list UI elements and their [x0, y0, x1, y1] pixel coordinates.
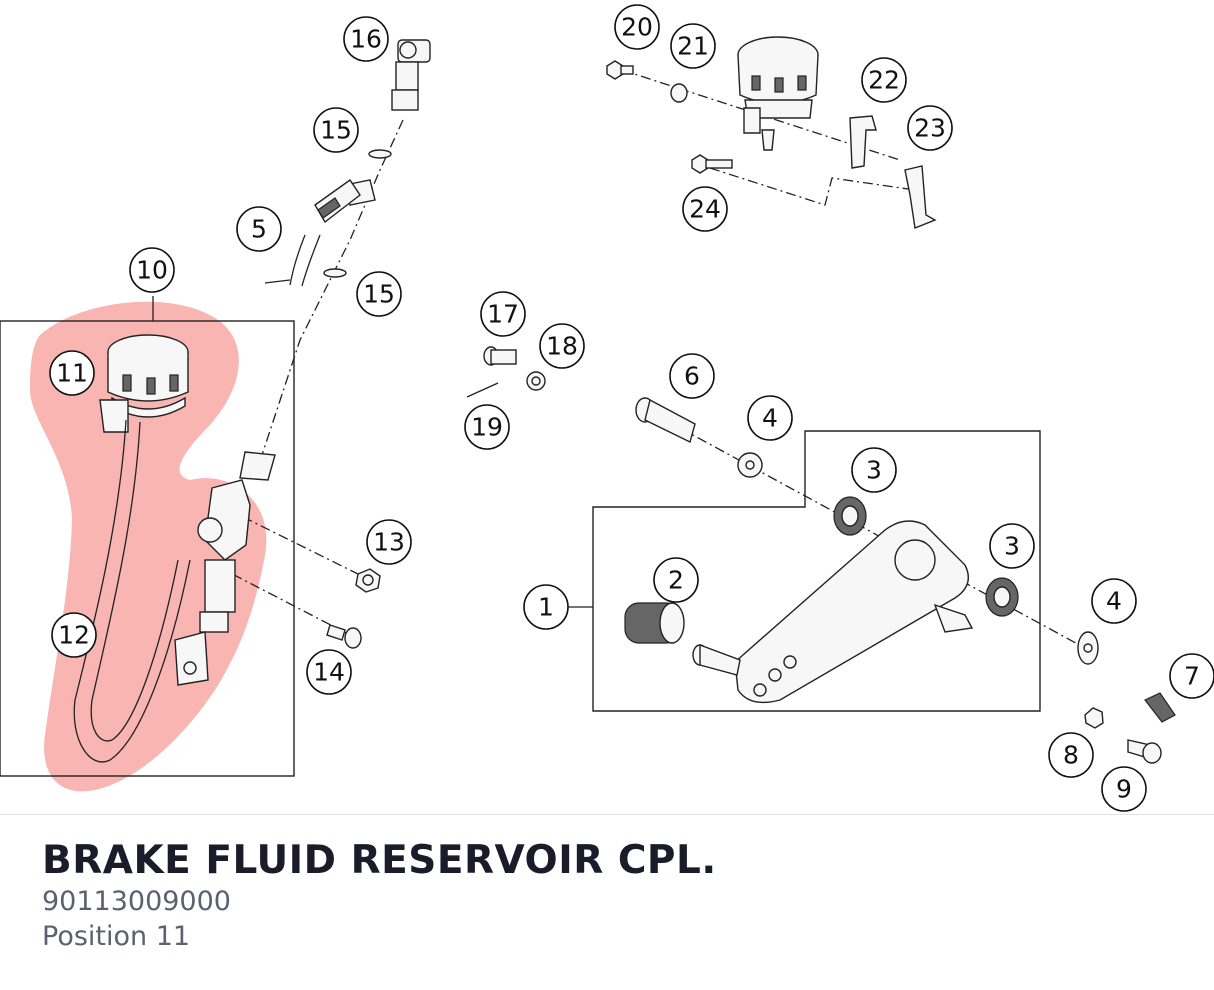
svg-text:15: 15: [320, 116, 352, 145]
callout-19[interactable]: 19: [464, 404, 510, 450]
assembly-frame-10: [0, 320, 295, 777]
part-info-panel: BRAKE FLUID RESERVOIR CPL. 90113009000 P…: [42, 838, 717, 954]
svg-text:5: 5: [251, 215, 267, 244]
callout-23[interactable]: 23: [907, 105, 953, 151]
svg-text:18: 18: [546, 332, 578, 361]
svg-text:7: 7: [1184, 662, 1200, 691]
svg-text:3: 3: [1004, 532, 1020, 561]
svg-text:2: 2: [668, 566, 684, 595]
svg-text:12: 12: [58, 621, 90, 650]
svg-text:20: 20: [621, 13, 653, 42]
svg-text:4: 4: [1106, 587, 1122, 616]
svg-text:21: 21: [677, 32, 709, 61]
callout-18[interactable]: 18: [539, 323, 585, 369]
brake-pedal-assembly-drawing: [624, 397, 1176, 764]
assembly-frame-1: [592, 430, 1041, 712]
svg-text:22: 22: [868, 66, 900, 95]
pivot-pin-parts: [466, 346, 546, 398]
svg-text:4: 4: [762, 404, 778, 433]
exploded-parts-diagram: 1 2 3 3 4 4 5 6 7 8 9 10 11 12 13 14 15 …: [0, 4, 1214, 812]
svg-text:23: 23: [914, 114, 946, 143]
callout-14[interactable]: 14: [306, 649, 352, 695]
svg-text:6: 6: [684, 362, 700, 391]
svg-text:19: 19: [471, 413, 503, 442]
callout-5[interactable]: 5: [236, 206, 282, 252]
callout-16[interactable]: 16: [343, 16, 389, 62]
callout-24[interactable]: 24: [682, 186, 728, 232]
callout-11[interactable]: 11: [49, 350, 95, 396]
callout-12[interactable]: 12: [51, 612, 97, 658]
svg-text:1: 1: [538, 593, 554, 622]
callout-2[interactable]: 2: [653, 557, 699, 603]
svg-text:15: 15: [363, 280, 395, 309]
callout-10[interactable]: 10: [129, 247, 175, 293]
svg-text:8: 8: [1063, 741, 1079, 770]
callout-4[interactable]: 4: [1091, 578, 1137, 624]
leader-lines: [152, 296, 593, 608]
divider: [0, 814, 1214, 815]
svg-text:13: 13: [373, 528, 405, 557]
svg-text:11: 11: [56, 359, 88, 388]
rear-reservoir-parts: [606, 36, 937, 229]
callout-4[interactable]: 4: [747, 395, 793, 441]
callout-9[interactable]: 9: [1101, 766, 1147, 812]
callout-3[interactable]: 3: [851, 447, 897, 493]
svg-text:14: 14: [313, 658, 345, 687]
svg-text:17: 17: [487, 300, 519, 329]
callout-13[interactable]: 13: [366, 519, 412, 565]
nut-and-bolt-13-14: [326, 568, 381, 649]
callout-17[interactable]: 17: [480, 291, 526, 337]
callout-3[interactable]: 3: [989, 523, 1035, 569]
callout-7[interactable]: 7: [1169, 653, 1214, 699]
callout-15[interactable]: 15: [356, 271, 402, 317]
callout-1[interactable]: 1: [523, 584, 569, 630]
svg-text:3: 3: [866, 456, 882, 485]
part-number: 90113009000: [42, 886, 231, 917]
callout-8[interactable]: 8: [1048, 732, 1094, 778]
callout-15[interactable]: 15: [313, 107, 359, 153]
part-title: BRAKE FLUID RESERVOIR CPL.: [42, 838, 717, 883]
callout-21[interactable]: 21: [670, 23, 716, 69]
brake-line-parts: [264, 39, 431, 287]
callout-20[interactable]: 20: [614, 4, 660, 50]
reservoir-assembly-drawing: [73, 334, 276, 763]
svg-text:16: 16: [350, 25, 382, 54]
svg-text:24: 24: [689, 195, 721, 224]
callout-6[interactable]: 6: [669, 353, 715, 399]
callout-22[interactable]: 22: [861, 57, 907, 103]
part-position: Position 11: [42, 921, 191, 952]
svg-text:10: 10: [136, 256, 168, 285]
svg-text:9: 9: [1116, 775, 1132, 804]
